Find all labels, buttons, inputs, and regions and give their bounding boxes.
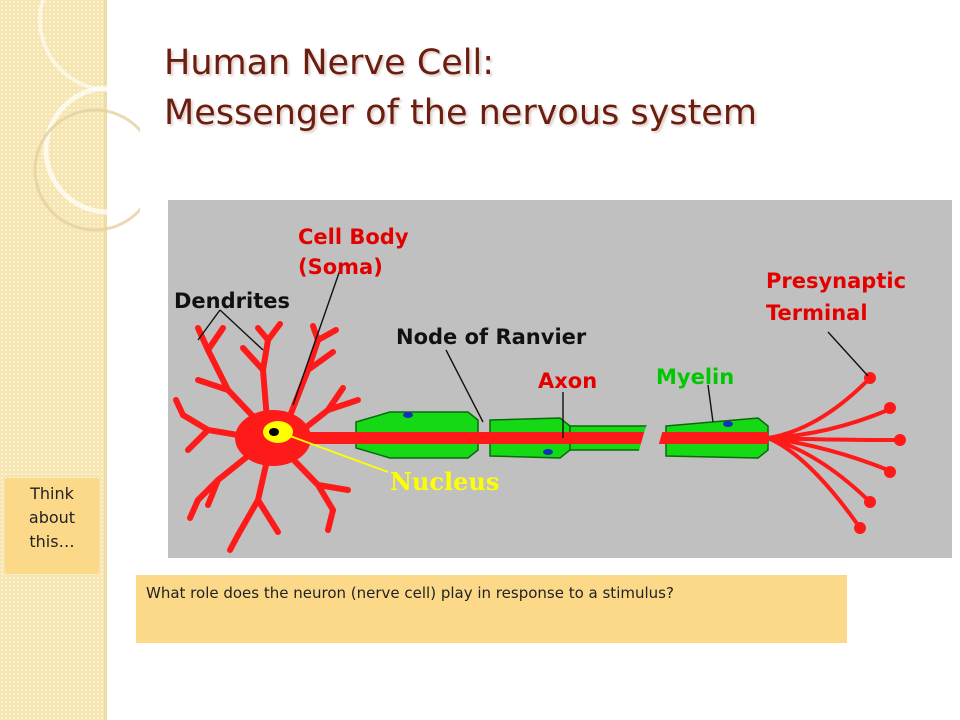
nucleolus <box>269 428 279 436</box>
slide-title: Human Nerve Cell: Messenger of the nervo… <box>164 38 904 138</box>
sidebar-edge <box>104 0 107 720</box>
nucleus-leader-line <box>289 435 389 473</box>
neuron-diagram: Cell Body (Soma) Dendrites Node of Ranvi… <box>168 200 952 558</box>
axon <box>308 426 768 454</box>
question-box: What role does the neuron (nerve cell) p… <box>136 575 847 643</box>
cell-body-label: Cell Body <box>298 225 409 249</box>
nucleus-label: Nucleus <box>390 467 499 496</box>
terminal-label: Terminal <box>766 301 868 325</box>
decorative-circles <box>33 0 140 232</box>
side-note-line-2: about <box>28 508 76 527</box>
question-text: What role does the neuron (nerve cell) p… <box>146 584 674 602</box>
schwann-nuclei <box>403 412 733 455</box>
diagram-background <box>168 200 952 558</box>
side-note-line-3: this… <box>29 532 75 551</box>
slide-title-line2: Messenger of the nervous system <box>164 93 757 133</box>
presynaptic-label: Presynaptic <box>766 269 906 293</box>
presynaptic-terminals <box>767 378 899 527</box>
leader-lines <box>197 269 869 438</box>
slide-title-line1: Human Nerve Cell: <box>164 43 495 83</box>
soma-label: (Soma) <box>298 255 383 279</box>
node-of-ranvier-label: Node of Ranvier <box>396 325 587 349</box>
myelin-label: Myelin <box>656 365 734 389</box>
axon-label: Axon <box>538 369 597 393</box>
dendrites-label: Dendrites <box>174 289 290 313</box>
side-note-line-1: Think <box>30 484 74 503</box>
think-about-this-note: Think about this… <box>5 478 99 574</box>
